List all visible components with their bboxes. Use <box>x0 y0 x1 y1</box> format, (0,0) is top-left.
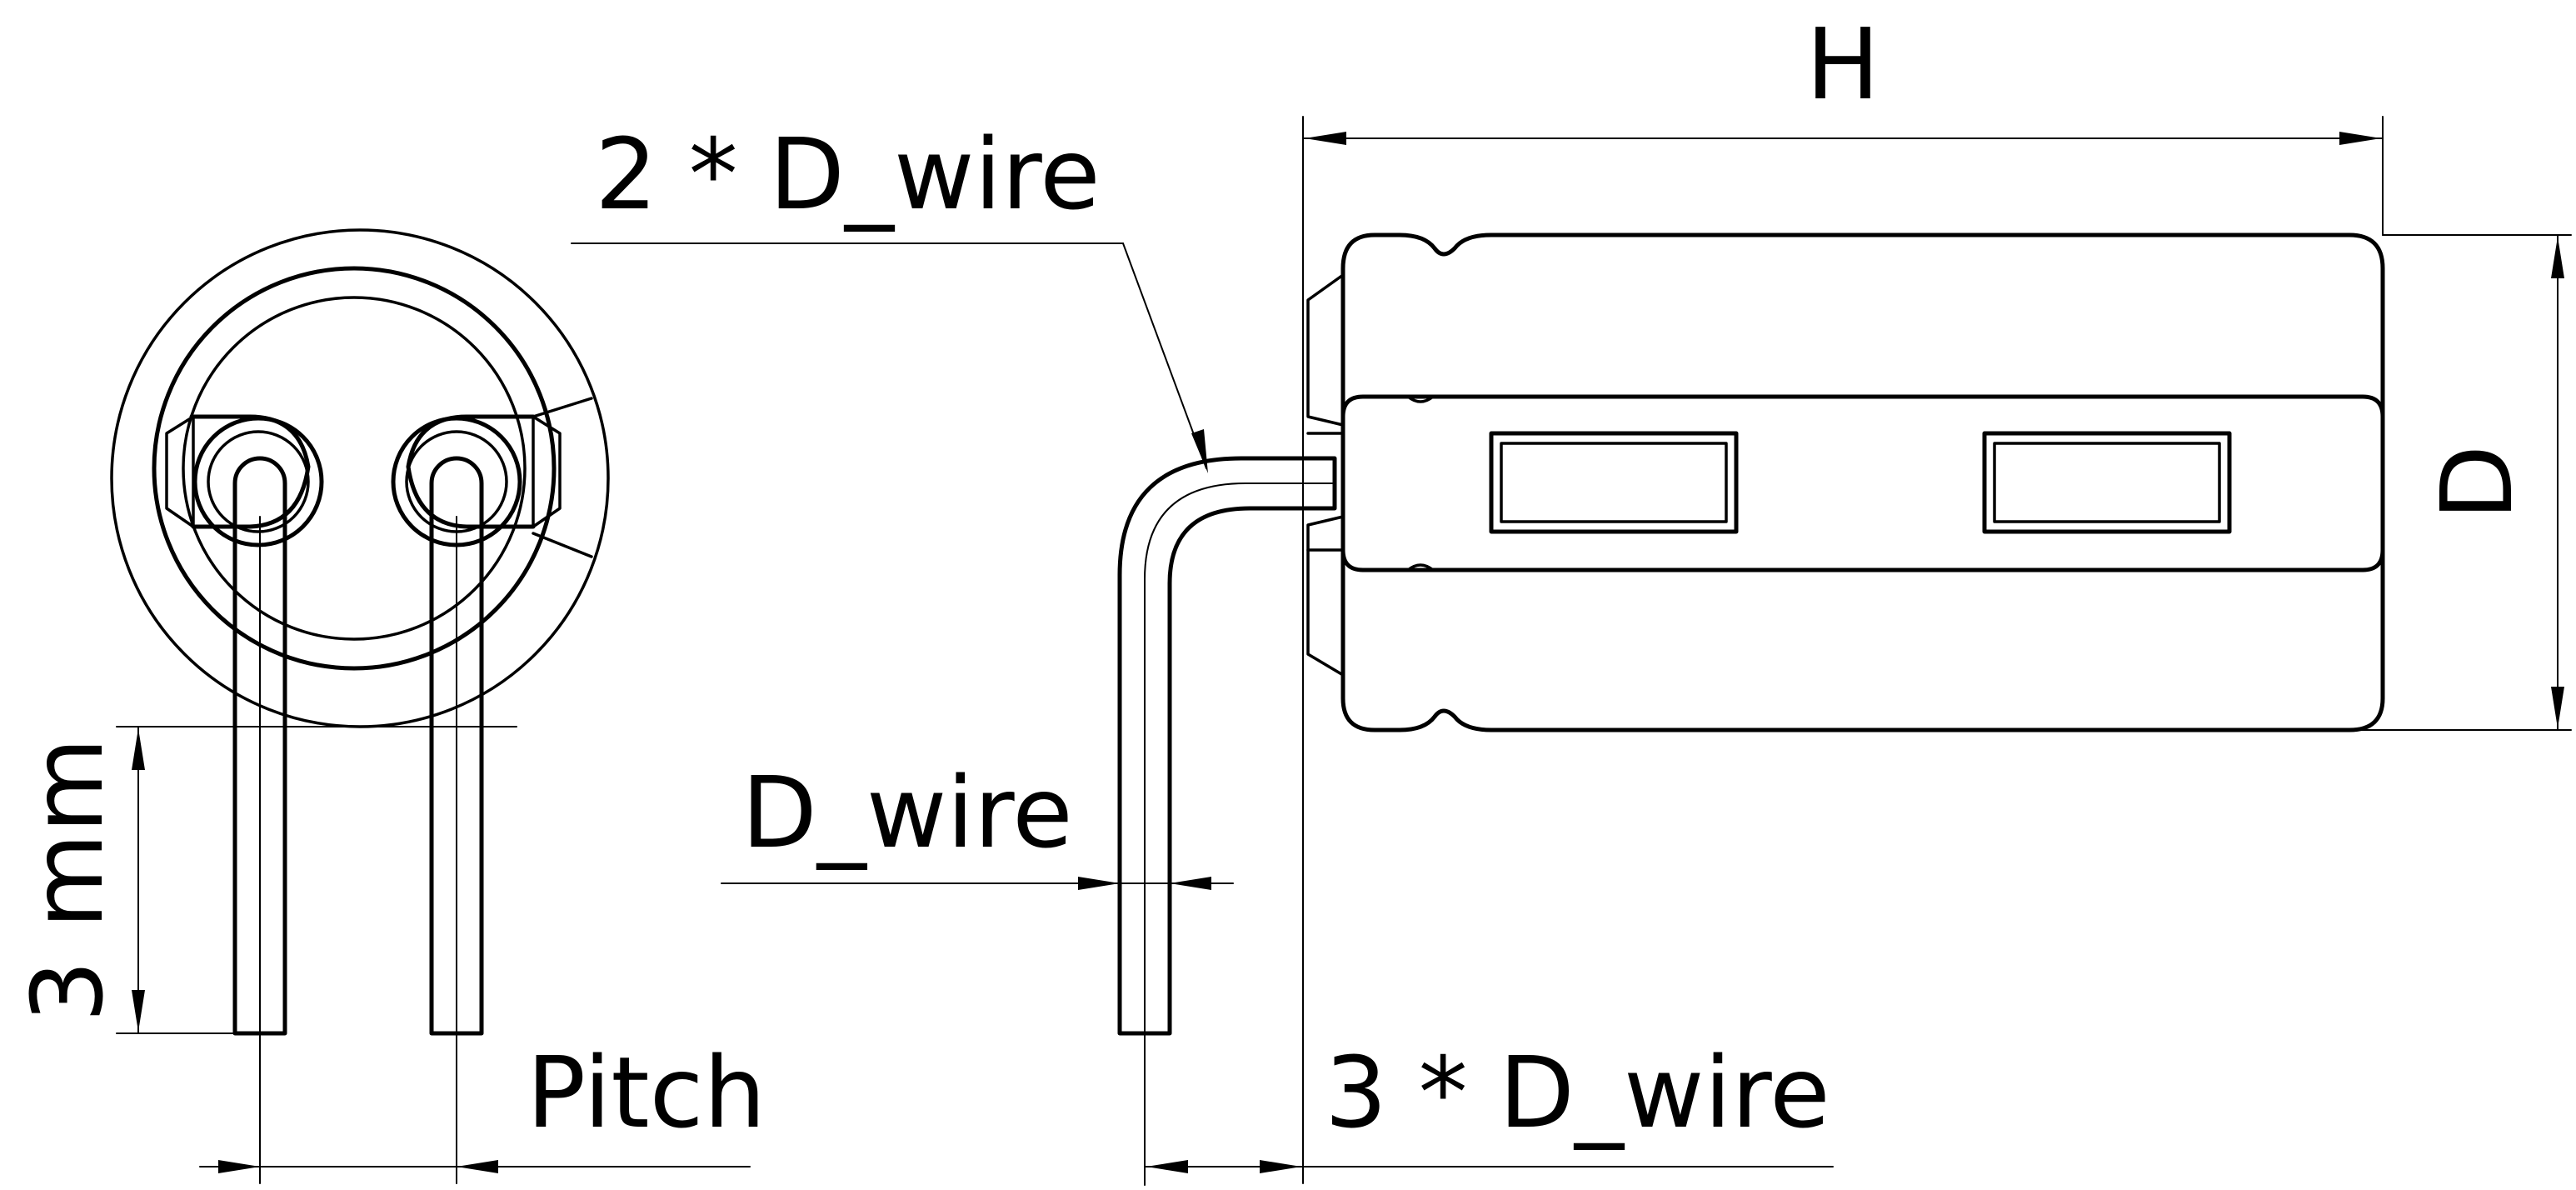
diameter-label: D <box>2419 445 2534 521</box>
left-lead-ring-inner <box>207 430 310 533</box>
side-view <box>1117 232 2385 1036</box>
lead-length-dimension: 3 mm <box>10 726 517 1034</box>
diameter-dimension: D <box>2349 234 2572 731</box>
rim-notch-top <box>532 397 593 418</box>
wire-diameter-label: D_wire <box>741 755 1073 870</box>
bent-lead <box>1117 456 1337 1036</box>
height-label: H <box>1806 7 1880 122</box>
label-window-right <box>1982 431 2232 534</box>
lead-length-label: 3 mm <box>10 738 125 1022</box>
bottom-view <box>110 228 610 1184</box>
end-seal <box>1306 273 1345 677</box>
left-lead-ring <box>192 416 324 548</box>
bent-lead-centerline <box>1144 482 1334 1034</box>
left-lead <box>232 456 287 1036</box>
sleeve-band <box>1340 394 2385 572</box>
bend-radius-callout: 2 * D_wire <box>571 117 1208 473</box>
pitch-label: Pitch <box>527 1035 766 1150</box>
height-dimension: H <box>1302 7 2384 1184</box>
seal-ring-inner <box>182 296 527 641</box>
bend-radius-label: 2 * D_wire <box>595 117 1101 232</box>
body-offset-label: 3 * D_wire <box>1325 1035 1830 1150</box>
right-lead <box>429 456 484 1036</box>
left-plate-bevel <box>165 415 195 528</box>
pitch-dimension: Pitch <box>199 1035 766 1173</box>
wire-diameter-dimension: D_wire <box>721 755 1234 890</box>
body-offset-dimension: 3 * D_wire <box>1144 1032 1834 1186</box>
capacitor-body <box>1340 232 2385 732</box>
right-plate-bevel <box>532 415 562 528</box>
seal-ring-outer <box>152 266 557 671</box>
rim-notch-bottom <box>532 532 593 558</box>
label-window-left <box>1489 431 1739 534</box>
